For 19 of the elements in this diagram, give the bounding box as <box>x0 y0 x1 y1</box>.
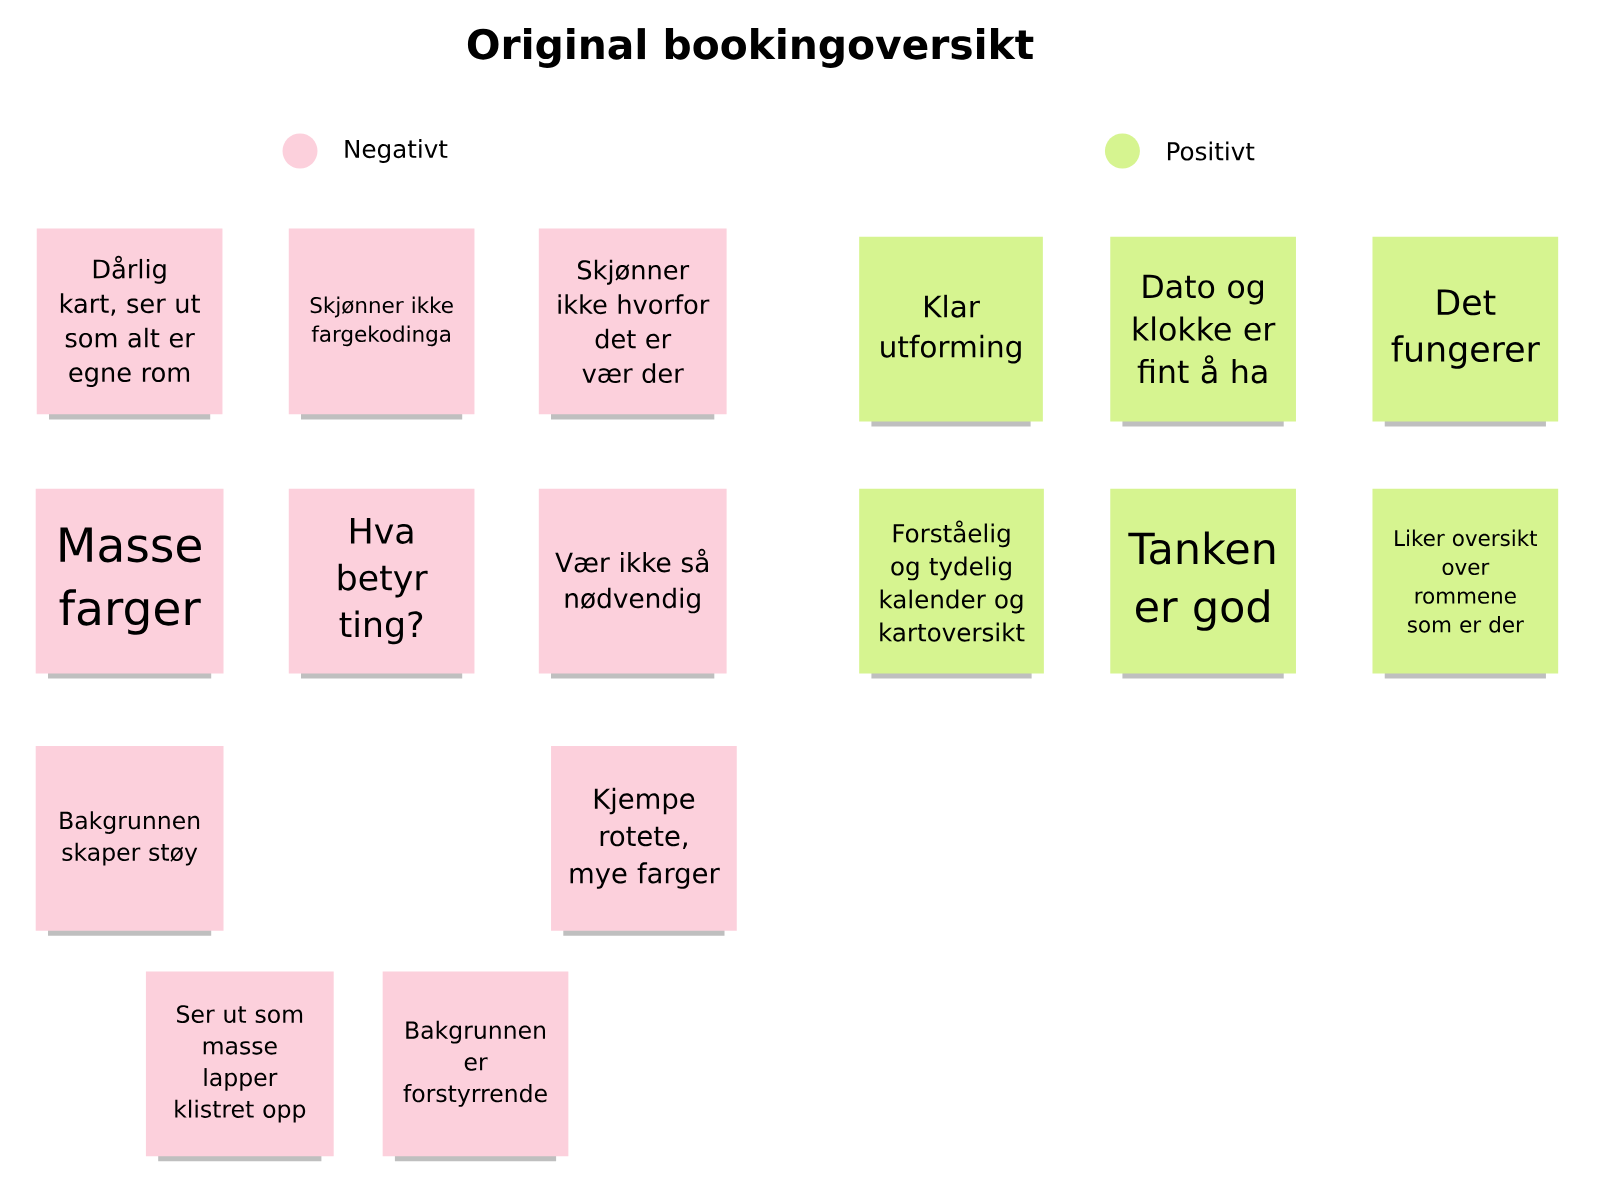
sticky-note: Vær ikke så nødvendig <box>538 488 727 679</box>
sticky-note: Masse farger <box>35 488 224 679</box>
sticky-note: Ser ut som masse lapper klistret opp <box>145 971 334 1162</box>
legend-label: Negativt <box>345 139 448 163</box>
sticky-note: Det fungerer <box>1372 236 1559 427</box>
sticky-note: Klar utforming <box>859 236 1043 427</box>
sticky-note: Skjønner ikke hvorfor det er vær der <box>538 228 727 420</box>
sticky-note: Tanken er god <box>1110 488 1296 679</box>
title: Original bookingoversikt <box>467 28 1034 68</box>
sticky-note: Bakgrunnen er forstyrrende <box>382 971 569 1162</box>
sticky-note: Kjempe rotete, mye farger <box>551 746 737 936</box>
sticky-note: Liker oversikt over rommene som er der <box>1372 488 1559 679</box>
sticky-note: Bakgrunnen skaper støy <box>35 746 224 936</box>
sticky-note: Dårlig kart, ser ut som alt er egne rom <box>36 228 223 420</box>
sticky-note: Skjønner ikke fargekodinga <box>288 228 475 420</box>
sticky-note: Hva betyr ting? <box>288 488 475 679</box>
legend-label: Positivt <box>1167 141 1255 161</box>
sticky-note: Dato og klokke er fint å ha <box>1110 236 1296 427</box>
sticky-note: Forståelig og tydelig kalender og kartoversikt <box>859 488 1044 679</box>
